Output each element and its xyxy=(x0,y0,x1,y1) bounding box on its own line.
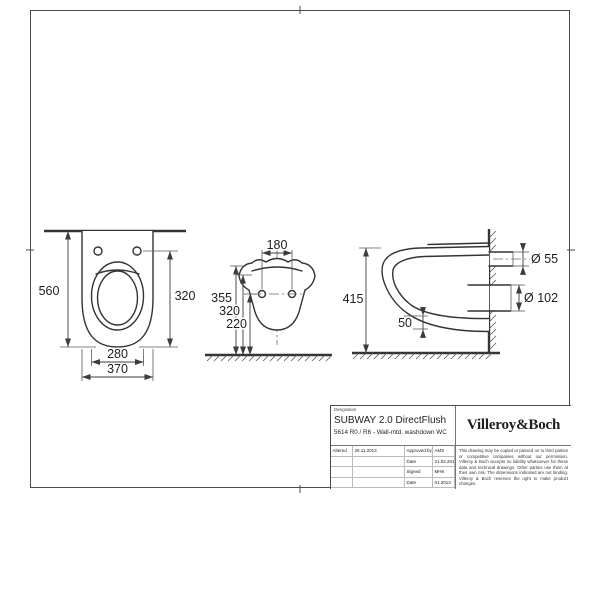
designation-label: Designation xyxy=(334,407,357,412)
product-code: 5614 R0 / R6 - Wall-mtd. washdown WC xyxy=(334,429,447,436)
title-block-bottom-row: Altered 28.11.2013 Approved by AMS Date … xyxy=(331,446,571,489)
table-cell: 28.11.2013 xyxy=(353,446,405,457)
fixing-hole-left xyxy=(93,246,103,256)
table-cell xyxy=(353,477,405,488)
floor-hatching xyxy=(206,354,333,362)
bowl-outer-rim xyxy=(90,261,145,331)
product-name: SUBWAY 2.0 DirectFlush xyxy=(334,415,447,426)
table-cell xyxy=(353,456,405,467)
table-cell: 01.2013 xyxy=(433,477,455,488)
table-cell: Altered xyxy=(331,446,353,457)
dim-depth-560: 560 xyxy=(39,284,60,298)
dim-bowl-width-280: 280 xyxy=(107,347,128,361)
dim-hole-spacing-180: 180 xyxy=(267,238,288,252)
dim-height-320: 320 xyxy=(219,304,240,318)
floor-hatching xyxy=(352,352,493,360)
dim-height-415: 415 xyxy=(343,292,364,306)
title-block: Designation SUBWAY 2.0 DirectFlush 5614 … xyxy=(330,405,571,489)
dim-hole-to-front-320: 320 xyxy=(175,289,196,303)
pan-outline xyxy=(81,231,154,348)
bowl-back-edge xyxy=(95,269,140,275)
designation-cell: Designation SUBWAY 2.0 DirectFlush 5614 … xyxy=(331,406,456,445)
table-cell xyxy=(331,477,353,488)
table-cell xyxy=(331,467,353,478)
frame-center-marks xyxy=(26,6,575,493)
dim-outlet-diameter-102: Ø 102 xyxy=(524,291,558,305)
dim-height-355: 355 xyxy=(211,291,232,305)
dim-height-220: 220 xyxy=(226,317,247,331)
dim-inlet-diameter-55: Ø 55 xyxy=(531,252,558,266)
disclaimer-text: This drawing may be copied or passed on … xyxy=(459,448,568,486)
outlet-pipe-mask xyxy=(489,286,511,310)
table-cell: Approved by xyxy=(405,446,433,457)
table-cell: Date xyxy=(405,456,433,467)
seat-top-line xyxy=(427,242,490,246)
rim-detail-line xyxy=(251,266,303,272)
table-cell: Signed xyxy=(405,467,433,478)
dim-offset-50: 50 xyxy=(398,316,412,330)
title-block-top-row: Designation SUBWAY 2.0 DirectFlush 5614 … xyxy=(331,406,571,446)
dim-overall-width-370: 370 xyxy=(107,362,128,376)
table-cell: Date xyxy=(405,477,433,488)
table-cell: 21.02.2013 xyxy=(433,456,455,467)
table-cell xyxy=(331,456,353,467)
plan-view: 560 320 280 370 xyxy=(37,229,197,381)
table-cell: MHK xyxy=(433,467,455,478)
front-view: 180 355 320 220 xyxy=(205,237,333,362)
bowl-inner-rim xyxy=(96,270,139,326)
bowl-inner-profile xyxy=(391,254,490,320)
table-cell: AMS xyxy=(433,446,455,457)
side-view: Ø 55 Ø 102 415 50 xyxy=(341,229,560,360)
table-cell xyxy=(353,467,405,478)
pan-side-profile xyxy=(381,245,490,333)
brand-logo: Villeroy&Boch xyxy=(466,417,561,433)
fixing-hole-right xyxy=(132,246,142,256)
approval-table: Altered 28.11.2013 Approved by AMS Date … xyxy=(331,446,456,489)
